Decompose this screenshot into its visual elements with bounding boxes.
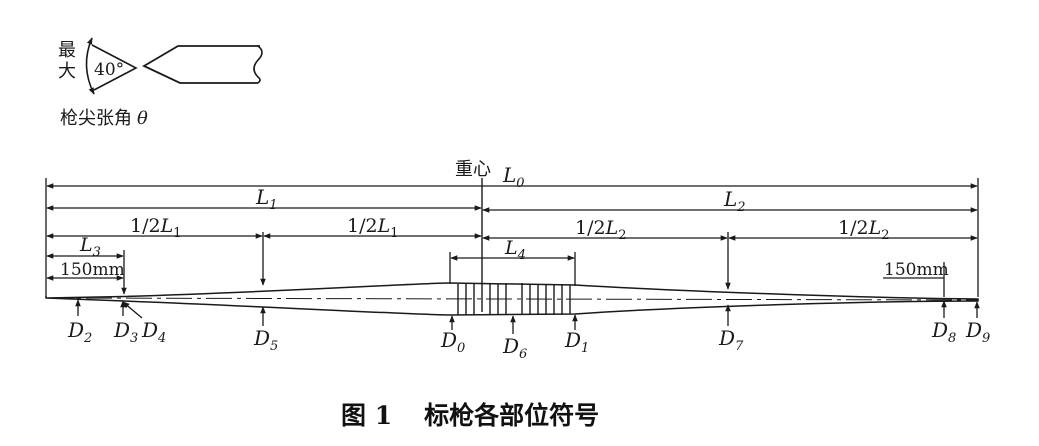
label-L4: L4 bbox=[504, 237, 526, 263]
angle-arc bbox=[85, 37, 95, 95]
dimension-lines bbox=[45, 178, 979, 312]
caption-title: 标枪各部位符号 bbox=[424, 401, 599, 430]
grip-cord-hatching bbox=[457, 283, 571, 315]
angle-value: 40° bbox=[94, 60, 124, 80]
dimension-labels: 重心 L0 L1 L2 1/2L1 1/2L1 1/2L2 1/2L2 L3 L… bbox=[60, 159, 949, 280]
caption-prefix: 图 1 bbox=[341, 401, 392, 430]
label-L0: L0 bbox=[502, 163, 525, 191]
label-half-L1-left: 1/2L1 bbox=[130, 215, 181, 241]
marker-D4 bbox=[122, 301, 143, 319]
label-D8: D8 bbox=[931, 318, 956, 346]
javelin-body bbox=[45, 282, 979, 316]
tip-wedge bbox=[91, 44, 138, 91]
label-150mm-right: 150mm bbox=[884, 260, 949, 280]
diameter-markers bbox=[75, 299, 980, 334]
label-D3: D3 bbox=[113, 318, 138, 346]
center-axis bbox=[45, 297, 979, 301]
label-half-L2-right: 1/2L2 bbox=[838, 217, 889, 243]
max-label-1: 最 bbox=[58, 40, 76, 61]
diameter-labels: D2 D3 D4 D5 D0 D6 D1 D7 D8 D9 bbox=[67, 318, 990, 362]
label-D9: D9 bbox=[965, 318, 990, 346]
label-D2: D2 bbox=[67, 318, 92, 346]
label-150mm-left: 150mm bbox=[60, 260, 125, 280]
label-L1: L1 bbox=[255, 185, 278, 213]
label-L3: L3 bbox=[79, 234, 101, 260]
label-half-L2-left: 1/2L2 bbox=[575, 217, 626, 243]
cg-label: 重心 bbox=[455, 159, 491, 180]
max-label-2: 大 bbox=[58, 61, 76, 82]
label-L2: L2 bbox=[723, 187, 746, 215]
break-line bbox=[253, 45, 263, 84]
figure-caption: 图 1 标枪各部位符号 bbox=[341, 401, 599, 430]
javelin-outline bbox=[45, 282, 979, 316]
javelin-tip-outline bbox=[142, 45, 260, 84]
label-D6: D6 bbox=[502, 334, 527, 362]
label-D5: D5 bbox=[253, 326, 278, 354]
label-D1: D1 bbox=[564, 328, 589, 356]
label-D0: D0 bbox=[440, 328, 465, 356]
label-D7: D7 bbox=[718, 326, 744, 354]
label-D4: D4 bbox=[141, 318, 166, 346]
label-half-L1-right: 1/2L1 bbox=[347, 215, 398, 241]
